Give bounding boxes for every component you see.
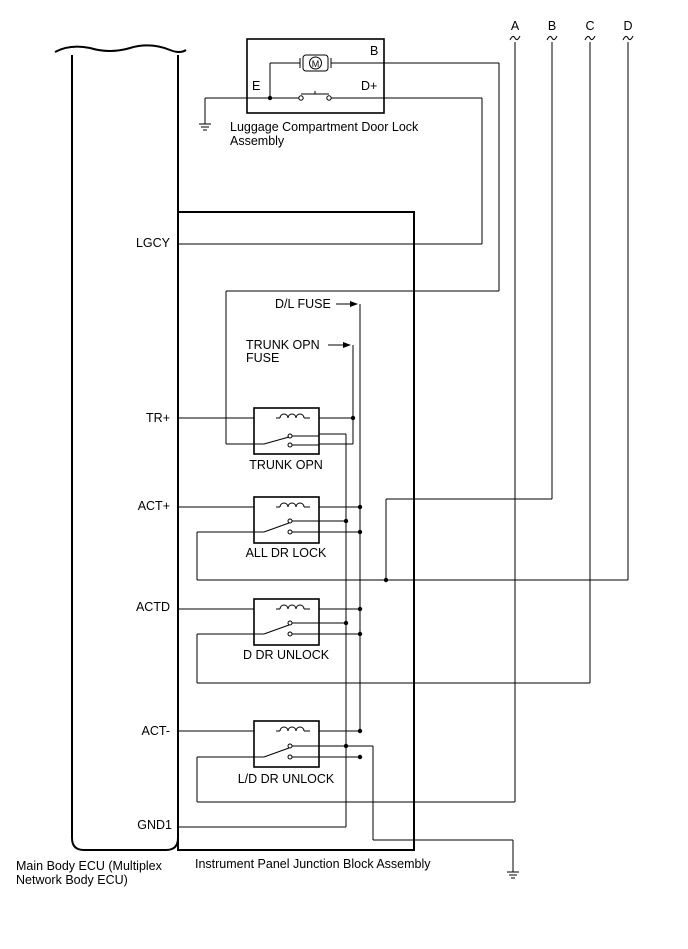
- door-lock-pin-e: E: [252, 79, 260, 93]
- relay-d-dr-unlock-label: D DR UNLOCK: [243, 648, 330, 662]
- ground-icon: [199, 123, 211, 131]
- junction-block-box: [177, 211, 415, 851]
- relay-ld-dr-unlock-label: L/D DR UNLOCK: [238, 772, 335, 786]
- pin-lgcy: LGCY: [136, 236, 171, 250]
- relay-all-dr-lock-label: ALL DR LOCK: [246, 546, 327, 560]
- trunk-fuse-label-line1: TRUNK OPN: [246, 338, 320, 352]
- door-lock-pin-b: B: [370, 44, 378, 58]
- connector-b: B: [548, 19, 556, 33]
- pin-actd: ACTD: [136, 600, 170, 614]
- pin-tr-plus: TR+: [146, 411, 170, 425]
- dl-fuse-label: D/L FUSE: [275, 297, 331, 311]
- pin-act-minus: ACT-: [142, 724, 170, 738]
- relay-trunk-opn: [253, 407, 320, 455]
- relay-ld-dr-unlock: [253, 720, 320, 768]
- motor-icon: M: [299, 54, 332, 72]
- door-switch-icon: [270, 91, 482, 101]
- pin-gnd1: GND1: [137, 818, 172, 832]
- ecu-title-line2: Network Body ECU): [16, 873, 128, 887]
- ground-icon: [507, 871, 519, 879]
- connector-d: D: [623, 19, 632, 33]
- relay-all-dr-lock: [253, 496, 320, 544]
- trunk-fuse-label-line2: FUSE: [246, 351, 279, 365]
- connector-break-marks: [509, 35, 634, 41]
- relay-trunk-opn-label: TRUNK OPN: [249, 458, 323, 472]
- door-lock-box: [246, 38, 385, 114]
- ecu-title-line1: Main Body ECU (Multiplex: [16, 859, 163, 873]
- door-lock-title-line1: Luggage Compartment Door Lock: [230, 120, 419, 134]
- relay-d-dr-unlock: [253, 598, 320, 646]
- connector-a: A: [511, 19, 520, 33]
- svg-text:M: M: [312, 59, 320, 69]
- junction-block-title: Instrument Panel Junction Block Assembly: [195, 857, 431, 871]
- door-lock-title-line2: Assembly: [230, 134, 285, 148]
- pin-act-plus: ACT+: [138, 499, 170, 513]
- connector-c: C: [585, 19, 594, 33]
- door-lock-pin-dplus: D+: [361, 79, 377, 93]
